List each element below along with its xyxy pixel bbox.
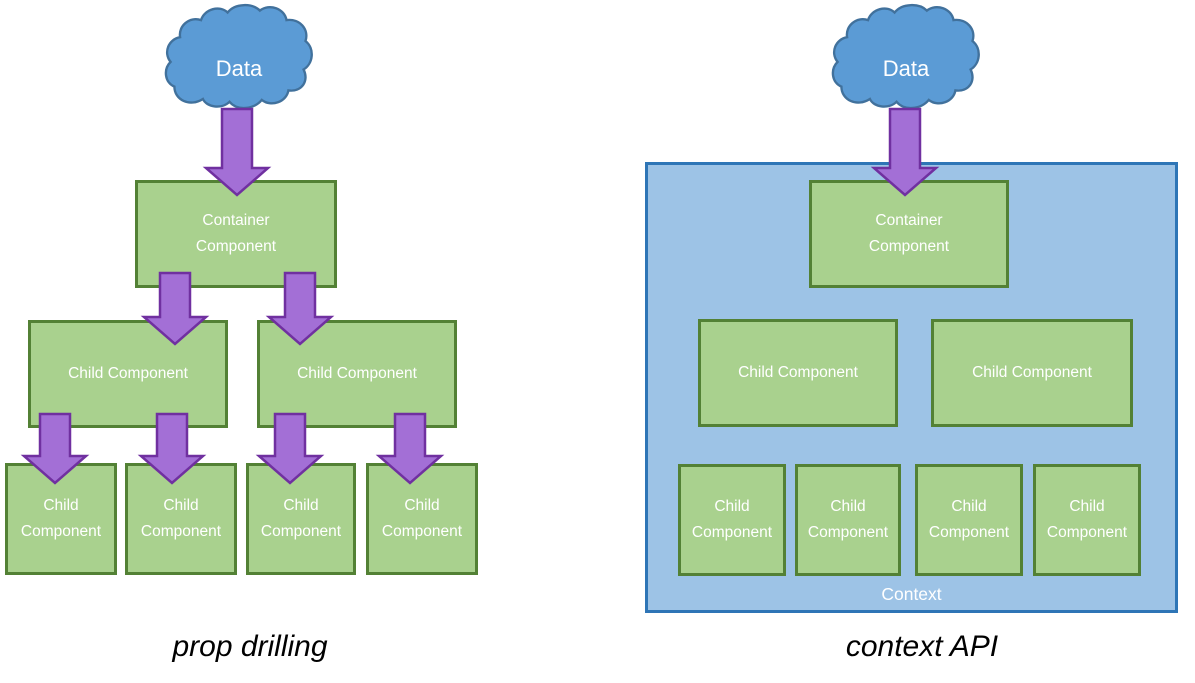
context-label: Context: [881, 584, 942, 604]
data-flow-arrow: [20, 412, 90, 485]
child-component-label: Child Component: [807, 497, 889, 541]
child-component-box: Child Component: [366, 463, 478, 575]
child-component-box: Child Component: [678, 464, 786, 576]
child-component-box: Child Component: [1033, 464, 1141, 576]
container-component-label: Container Component: [868, 211, 950, 255]
container-component-box: Container Component: [809, 180, 1009, 288]
container-component-label: Container Component: [195, 211, 277, 255]
child-component-box: Child Component: [698, 319, 898, 427]
child-component-box: Child Component: [246, 463, 356, 575]
data-flow-arrow: [265, 271, 335, 346]
child-component-box: Child Component: [125, 463, 237, 575]
child-component-box: Child Component: [5, 463, 117, 575]
child-component-label: Child Component: [738, 363, 858, 381]
child-component-box: Child Component: [28, 320, 228, 428]
child-component-label: Child Component: [691, 497, 773, 541]
context-api-caption: context API: [845, 630, 999, 663]
child-component-box: Child Component: [257, 320, 457, 428]
data-flow-arrow: [255, 412, 325, 485]
child-component-box: Child Component: [931, 319, 1133, 427]
child-component-label: Child Component: [260, 496, 342, 540]
child-component-label: Child Component: [928, 497, 1010, 541]
data-flow-arrow: [375, 412, 445, 485]
data-cloud-label: Data: [882, 56, 930, 81]
data-cloud-label: Data: [215, 56, 263, 81]
child-component-box: Child Component: [915, 464, 1023, 576]
data-flow-arrow: [140, 271, 210, 346]
container-component-box: Container Component: [135, 180, 337, 288]
data-cloud-shape: [164, 3, 313, 110]
prop-drilling-caption: prop drilling: [172, 630, 328, 663]
child-component-label: Child Component: [297, 364, 417, 382]
child-component-box: Child Component: [795, 464, 901, 576]
child-component-label: Child Component: [20, 496, 102, 540]
child-component-label: Child Component: [140, 496, 222, 540]
child-component-label: Child Component: [1046, 497, 1128, 541]
data-flow-arrow: [202, 107, 272, 197]
child-component-label: Child Component: [68, 364, 188, 382]
child-component-label: Child Component: [972, 363, 1092, 381]
data-flow-arrow: [137, 412, 207, 485]
data-flow-arrow: [870, 107, 940, 197]
data-cloud-shape: [831, 3, 980, 110]
child-component-label: Child Component: [381, 496, 463, 540]
